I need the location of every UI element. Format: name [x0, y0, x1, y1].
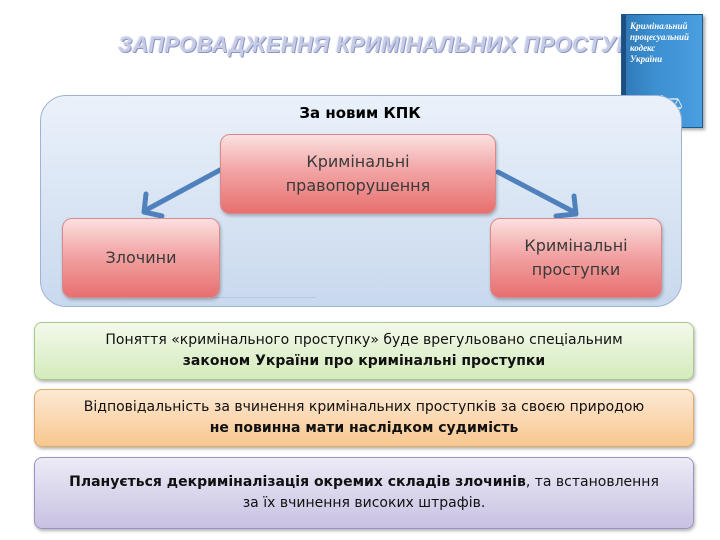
note-decriminalization: Планується декриміналізація окремих скла…	[34, 457, 694, 529]
note-responsibility-line1: Відповідальність за вчинення кримінальни…	[83, 399, 645, 415]
crimes-label: Злочини	[105, 248, 177, 267]
note-definition-line1: Поняття «кримінального проступку» буде в…	[105, 332, 623, 348]
book-cover-line: України	[630, 54, 663, 64]
note-responsibility-line2: не повинна мати наслідком судимість	[209, 420, 519, 436]
book-cover-line: кодекс	[630, 43, 656, 53]
book-spine	[622, 15, 626, 127]
note-definition: Поняття «кримінального проступку» буде в…	[34, 322, 694, 380]
book-cover-line: Кримінальний	[630, 21, 688, 31]
arrow-to-right-box	[495, 169, 579, 219]
criminal-misdemeanors-label: Кримінальні проступки	[524, 236, 628, 279]
slide-title: ЗАПРОВАДЖЕННЯ КРИМІНАЛЬНИХ ПРОСТУПКІВ	[118, 32, 669, 57]
criminal-offenses-label: Кримінальні правопорушення	[285, 152, 431, 195]
note-decriminalization-rest: , та встановлення	[525, 474, 659, 490]
note-definition-line2: законом України про кримінальні проступк…	[182, 353, 546, 369]
arrow-to-left-box	[141, 167, 223, 219]
panel-heading: За новим КПК	[299, 104, 421, 122]
divider-line	[210, 297, 316, 298]
note-decriminalization-line2: за їх вчинення високих штрафів.	[242, 495, 486, 511]
criminal-offenses-box: Кримінальні правопорушення	[220, 134, 496, 214]
note-decriminalization-bold: Планується декриміналізація окремих скла…	[69, 474, 526, 490]
note-decriminalization-line1: Планується декриміналізація окремих скла…	[69, 472, 659, 493]
book-cover-line: процесуальний	[630, 32, 690, 42]
crimes-box: Злочини	[62, 218, 220, 298]
book-cover-text: Кримінальний процесуальний кодекс Україн…	[630, 21, 698, 65]
criminal-misdemeanors-box: Кримінальні проступки	[490, 218, 662, 298]
note-responsibility: Відповідальність за вчинення кримінальни…	[34, 389, 694, 447]
